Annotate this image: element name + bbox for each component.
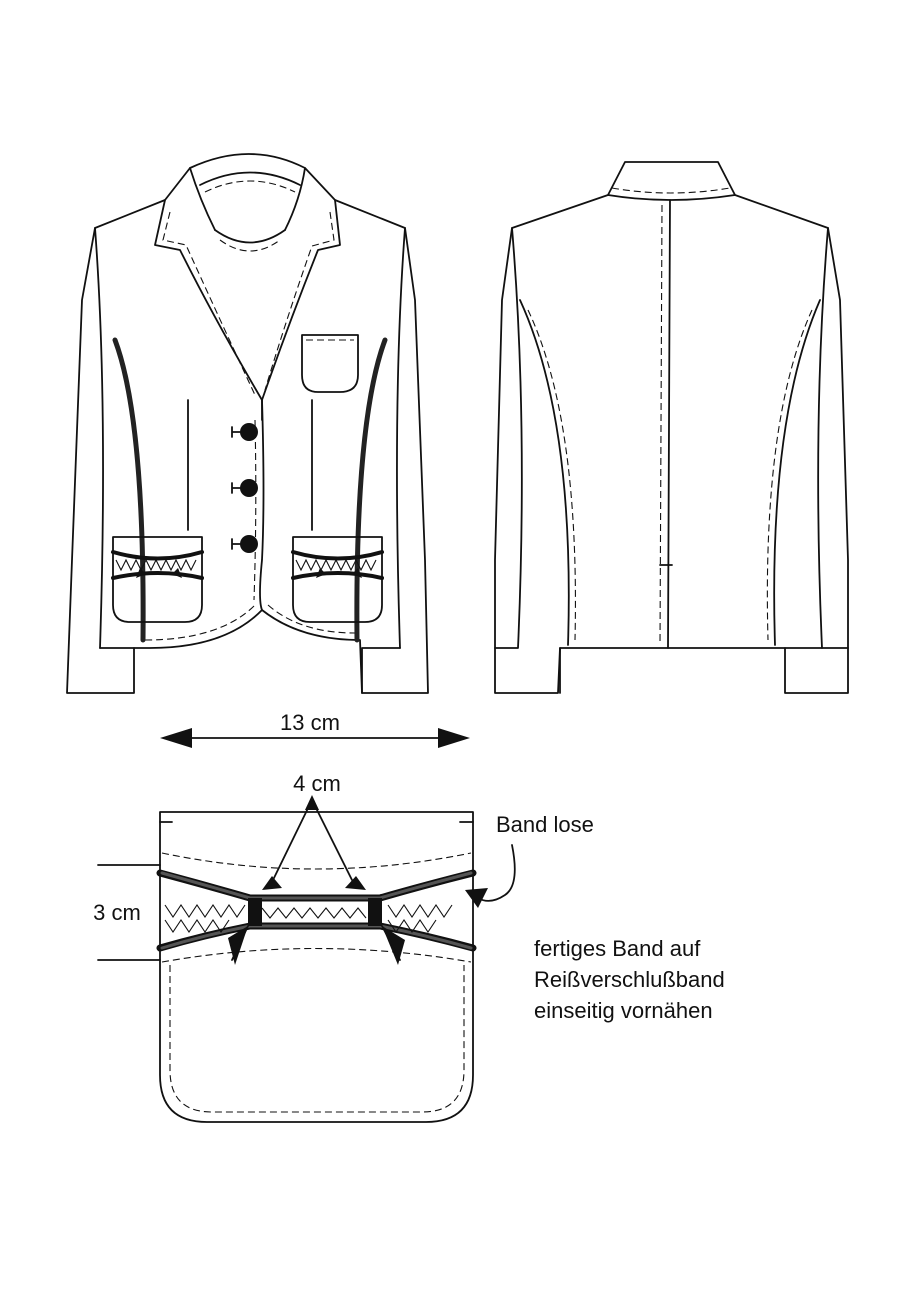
jacket-back-view <box>494 161 849 694</box>
band-height-label: 3 cm <box>93 900 141 925</box>
pocket-detail: 4 cm 3 cm Band lose fertiges Band auf Re… <box>93 771 725 1123</box>
width-dimension: 13 cm <box>160 710 470 748</box>
band-spacing-label: 4 cm <box>293 771 341 796</box>
instruction-line-3: einseitig vornähen <box>534 998 713 1023</box>
lower-right-pocket <box>291 536 384 623</box>
buttons <box>231 423 258 553</box>
instruction-line-1: fertiges Band auf <box>534 936 701 961</box>
lower-left-pocket <box>111 536 204 623</box>
width-label: 13 cm <box>280 710 340 735</box>
jacket-front-view <box>66 153 429 694</box>
instruction-line-2: Reißverschlußband <box>534 967 725 992</box>
band-loose-label: Band lose <box>496 812 594 837</box>
